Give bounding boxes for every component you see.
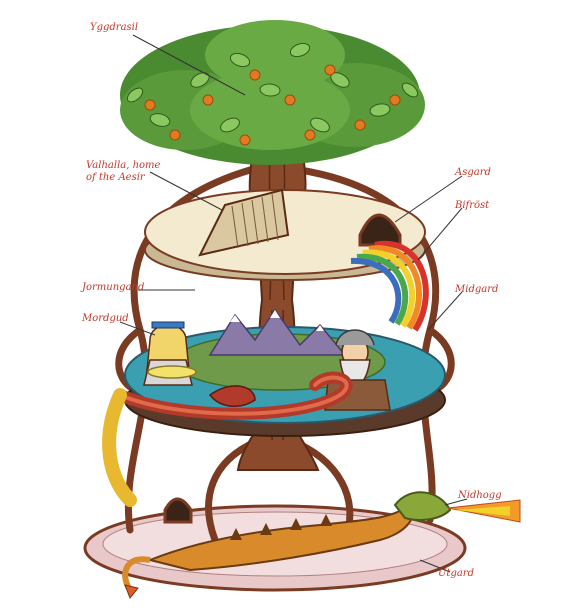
canopy-top [205, 20, 345, 90]
leader-bifrost [417, 207, 463, 261]
label-mordgud: Mordgud [82, 313, 129, 324]
tree-canopy [120, 20, 425, 165]
utgard-cave [163, 497, 193, 524]
bifrost-rainbow [350, 240, 429, 332]
midgard-mountains [208, 308, 347, 356]
nidhogg-tail-tip [124, 584, 139, 599]
label-asgard: Asgard [455, 167, 491, 178]
label-midgard: Midgard [455, 284, 499, 295]
label-valhalla: Valhalla, home of the Aesir [86, 160, 166, 184]
asgard-realm [144, 188, 426, 281]
label-utgard: Utgard [438, 568, 474, 579]
label-nidhogg: Nidhogg [458, 490, 502, 501]
leader-yggdrasil [132, 34, 246, 96]
nidhogg-fire [447, 499, 521, 523]
mordgud-figure [143, 321, 197, 386]
label-valhalla-line2: of the Aesir [86, 172, 145, 183]
label-valhalla-line1: Valhalla, home [86, 160, 161, 171]
nidhogg-head [393, 491, 452, 521]
canopy-center [190, 70, 350, 150]
leader-valhalla [149, 171, 223, 211]
nidhogg-dragon [122, 491, 521, 599]
leader-mordgud [119, 321, 156, 336]
label-leader-lines [119, 34, 468, 573]
canopy-fruits [144, 64, 401, 146]
label-bifrost: Bifröst [455, 200, 490, 211]
serpent-head [208, 385, 256, 407]
gjallarbru-bridge [147, 365, 197, 379]
valhalla-hall [198, 188, 290, 257]
serpent-tail [102, 388, 137, 507]
nidhogg-spikes [230, 514, 332, 540]
mountain-snowcaps [230, 310, 324, 331]
leader-utgard [419, 559, 451, 573]
canopy-leaf-details [126, 42, 419, 133]
leader-asgard [394, 175, 463, 223]
guardian-figure [324, 329, 391, 411]
asgard-cave [358, 213, 402, 247]
label-yggdrasil: Yggdrasil [90, 22, 139, 33]
label-jormungand: Jormungand [82, 282, 145, 293]
jormungand-serpent [102, 371, 353, 507]
leader-midgard [427, 291, 463, 331]
leader-nidhogg [444, 498, 468, 506]
